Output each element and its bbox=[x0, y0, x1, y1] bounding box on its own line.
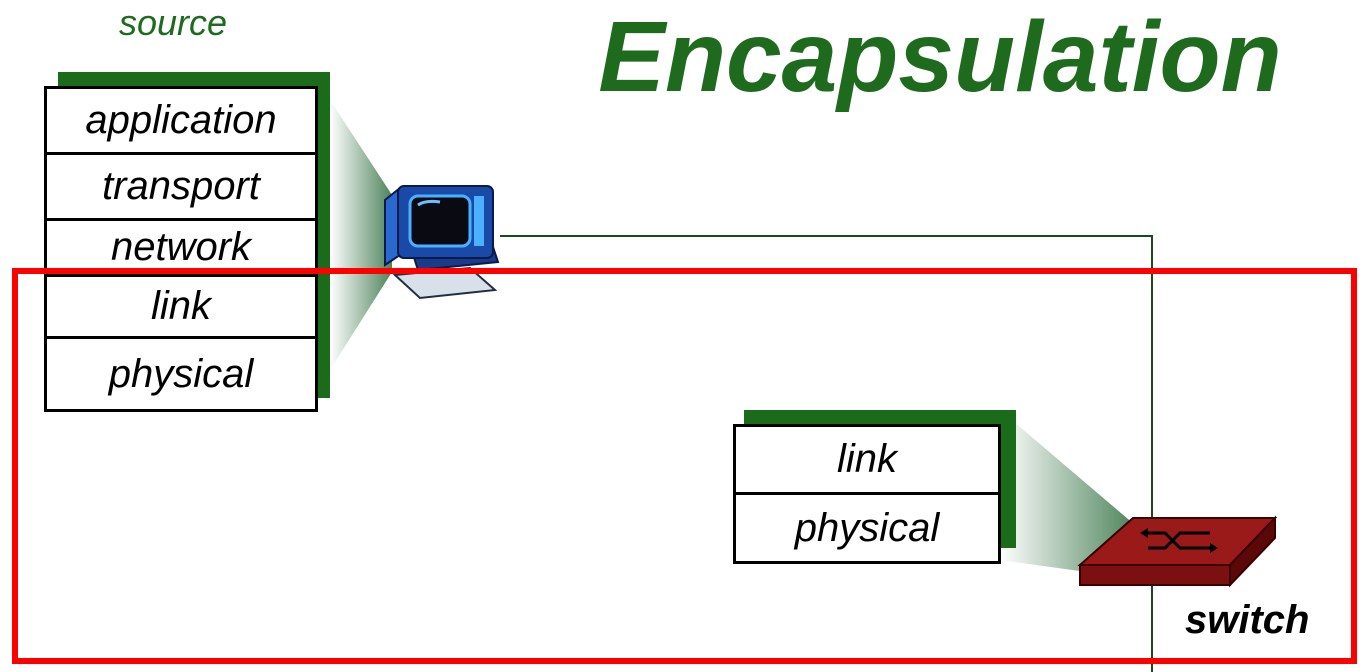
switch-protocol-stack: link physical bbox=[733, 424, 1001, 564]
host-computer-icon bbox=[384, 185, 500, 300]
source-label: source bbox=[118, 2, 228, 43]
switch-label: switch bbox=[1185, 598, 1310, 642]
stack-layer-application: application bbox=[47, 89, 315, 155]
host-to-switch-link bbox=[500, 235, 1153, 532]
stack-layer-transport: transport bbox=[47, 155, 315, 221]
switch-stack-layer-link: link bbox=[736, 427, 998, 495]
switch-stack-layer-physical: physical bbox=[794, 505, 940, 550]
source-protocol-stack: application transport network link physi… bbox=[44, 86, 318, 412]
switch-projection-cone bbox=[1000, 410, 1135, 578]
stack-layer-network: network bbox=[47, 221, 315, 277]
host-projection-cone bbox=[330, 100, 392, 370]
page-title: Encapsulation bbox=[598, 1, 1282, 113]
highlight-box bbox=[12, 268, 1357, 664]
switch-icon bbox=[1077, 515, 1278, 588]
stack-layer-link: link bbox=[47, 277, 315, 339]
stack-layer-physical: physical bbox=[108, 351, 254, 396]
